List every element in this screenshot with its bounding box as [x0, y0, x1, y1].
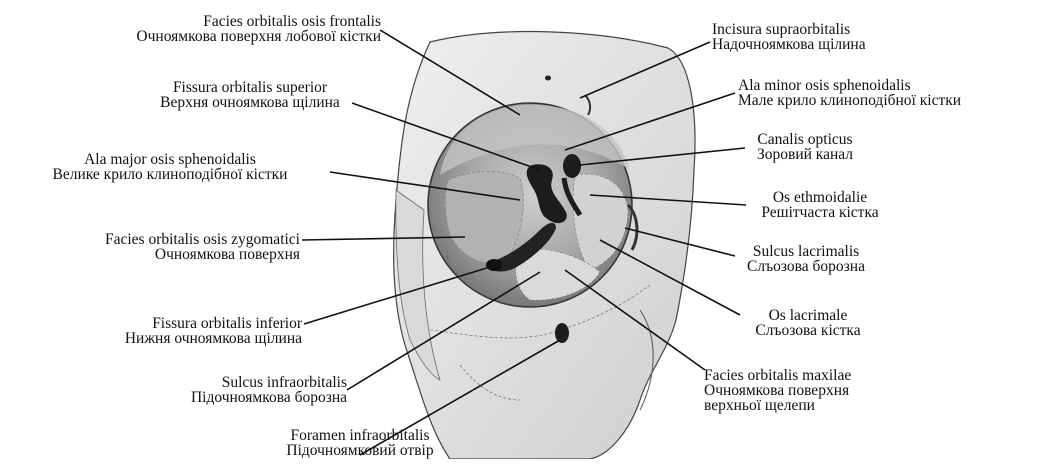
label-ukr: Очноямкова поверхня лобової кістки [136, 29, 381, 44]
label-facies-orbitalis-frontalis: Facies orbitalis osis frontalis Очноямко… [136, 14, 381, 44]
label-ukr: Велике крило клиноподібної кістки [5, 167, 335, 182]
label-fissura-orbitalis-superior: Fissura orbitalis superior Верхня очноям… [130, 80, 370, 110]
label-facies-orbitalis-zygomatici: Facies orbitalis osis zygomatici Очноямк… [105, 232, 300, 262]
label-latin: Canalis opticus [735, 132, 875, 147]
label-latin: Foramen infraorbitalis [250, 428, 470, 443]
label-latin: Ala major osis sphenoidalis [5, 152, 335, 167]
label-ukr: Очноямкова поверхня [704, 383, 851, 398]
label-latin: Facies orbitalis maxilae [704, 368, 851, 383]
label-fissura-orbitalis-inferior: Fissura orbitalis inferior Нижня очноямк… [125, 316, 302, 346]
label-ukr: верхньої щелепи [704, 398, 851, 413]
label-ukr: Верхня очноямкова щілина [130, 95, 370, 110]
optic-canal [563, 154, 581, 178]
label-ukr: Підочноямковий отвір [250, 443, 470, 458]
label-ukr: Слъозова кістка [738, 323, 878, 338]
label-latin: Os ethmoidalie [745, 190, 895, 205]
label-incisura-supraorbitalis: Incisura supraorbitalis Надочноямкова щі… [712, 22, 866, 52]
label-foramen-infraorbitalis: Foramen infraorbitalis Підочноямковий от… [250, 428, 470, 458]
label-ukr: Очноямкова поверхня [105, 247, 300, 262]
label-ala-major: Ala major osis sphenoidalis Велике крило… [5, 152, 335, 182]
label-ukr: Нижня очноямкова щілина [125, 331, 302, 346]
infraorbital-foramen [555, 323, 569, 343]
label-ala-minor: Ala minor osis sphenoidalis Мале крило к… [738, 78, 961, 108]
label-latin: Sulcus infraorbitalis [191, 375, 347, 390]
label-os-ethmoidale: Os ethmoidalie Решітчаста кістка [745, 190, 895, 220]
label-ukr: Мале крило клиноподібної кістки [738, 93, 961, 108]
label-ukr: Зоровий канал [735, 147, 875, 162]
label-sulcus-lacrimalis: Sulcus lacrimalis Слъозова борозна [736, 244, 876, 274]
label-latin: Sulcus lacrimalis [736, 244, 876, 259]
label-latin: Facies orbitalis osis zygomatici [105, 232, 300, 247]
label-ukr: Решітчаста кістка [745, 205, 895, 220]
label-ukr: Підочноямкова борозна [191, 390, 347, 405]
label-latin: Os lacrimale [738, 308, 878, 323]
label-latin: Incisura supraorbitalis [712, 22, 866, 37]
label-canalis-opticus: Canalis opticus Зоровий канал [735, 132, 875, 162]
label-os-lacrimale: Os lacrimale Слъозова кістка [738, 308, 878, 338]
label-latin: Ala minor osis sphenoidalis [738, 78, 961, 93]
label-latin: Facies orbitalis osis frontalis [136, 14, 381, 29]
label-ukr: Слъозова борозна [736, 259, 876, 274]
label-sulcus-infraorbitalis: Sulcus infraorbitalis Підочноямкова боро… [191, 375, 347, 405]
label-latin: Fissura orbitalis inferior [125, 316, 302, 331]
label-ukr: Надочноямкова щілина [712, 37, 866, 52]
label-facies-orbitalis-maxilae: Facies orbitalis maxilae Очноямкова пове… [704, 368, 851, 413]
label-latin: Fissura orbitalis superior [130, 80, 370, 95]
